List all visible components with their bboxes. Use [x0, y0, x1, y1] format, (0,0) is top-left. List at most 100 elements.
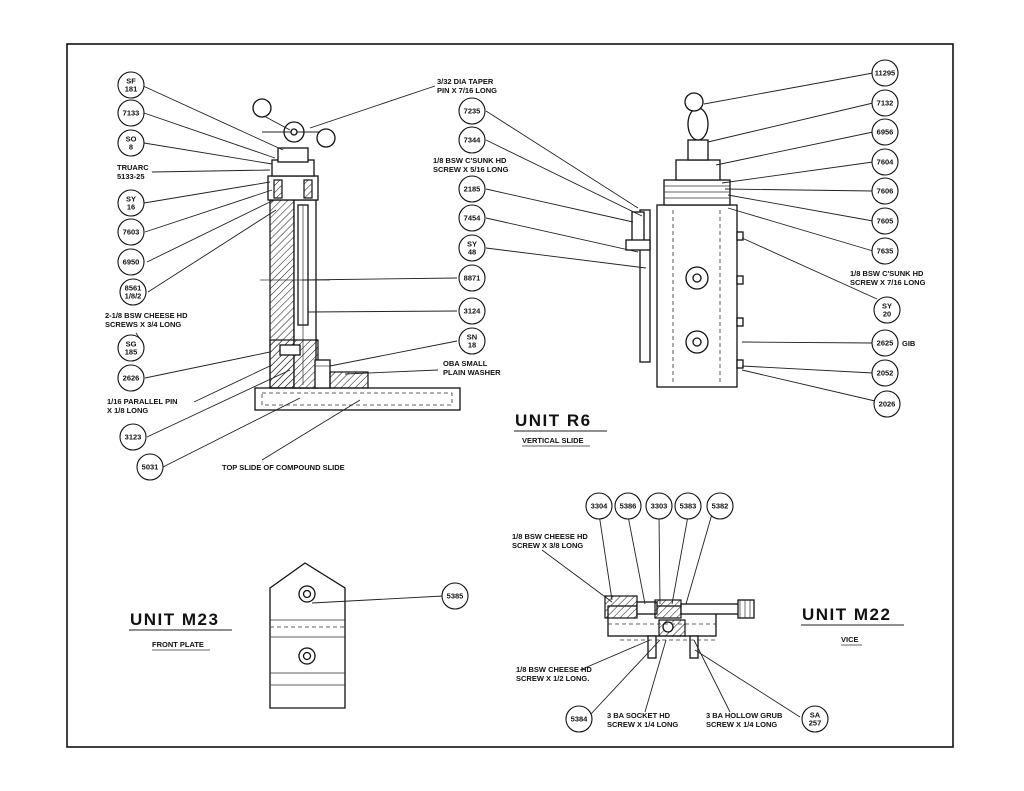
- callout-circle: [458, 327, 486, 355]
- callout-label: SY: [467, 240, 477, 249]
- part-callout-bubble: 2052: [871, 359, 899, 387]
- callout-circle: [458, 204, 486, 232]
- callout-label: 185: [125, 348, 138, 357]
- note-text: TRUARC: [117, 163, 149, 172]
- callout-circle: [458, 264, 486, 292]
- note-text: SCREW X 1/4 LONG: [706, 720, 777, 729]
- note-text: SCREW X 5/16 LONG: [433, 165, 509, 174]
- callout-label: 3123: [125, 433, 142, 442]
- part-callout-bubble: 5383: [674, 492, 702, 520]
- note-text: SCREW X 7/16 LONG: [850, 278, 926, 287]
- part-callout-bubble: 11295: [871, 59, 899, 87]
- callout-label: 5031: [142, 463, 159, 472]
- part-callout-bubble: 2026: [873, 390, 901, 418]
- callout-label: 1/8/2: [125, 292, 142, 301]
- part-callout-bubble: 5386: [614, 492, 642, 520]
- part-callout-bubble: 7635: [871, 237, 899, 265]
- callout-circle: [585, 492, 613, 520]
- callout-label: 2626: [123, 374, 140, 383]
- callout-circle: [117, 129, 145, 157]
- m23-front-plate-view: [269, 562, 346, 709]
- unit-m22-subtitle: VICE: [841, 635, 859, 644]
- callout-label: SF: [126, 77, 136, 86]
- part-callout-bubble: SO8: [117, 129, 145, 157]
- callout-circle: [871, 237, 899, 265]
- callout-circle: [871, 148, 899, 176]
- callout-label: 11295: [875, 69, 895, 78]
- part-callout-bubble: 5384: [565, 705, 593, 733]
- callout-label: 8871: [464, 274, 481, 283]
- callout-circle: [119, 278, 147, 306]
- callout-label: 6950: [123, 258, 140, 267]
- part-callout-bubble: 5031: [136, 453, 164, 481]
- note-text: PIN X 7/16 LONG: [437, 86, 497, 95]
- callout-circle: [458, 234, 486, 262]
- callout-label: 20: [883, 310, 891, 319]
- callout-label: 2026: [879, 400, 896, 409]
- note-text: X 1/8 LONG: [107, 406, 148, 415]
- part-callout-bubble: 6956: [871, 118, 899, 146]
- callout-label: SY: [126, 195, 136, 204]
- callout-label: 257: [809, 719, 822, 728]
- unit-m23-code: UNIT M23: [130, 610, 219, 629]
- part-callout-bubble: 2626: [117, 364, 145, 392]
- callout-circle: [117, 71, 145, 99]
- part-callout-bubble: 8871: [458, 264, 486, 292]
- callout-circle: [801, 705, 829, 733]
- note-text: 1/8 BSW C'SUNK HD: [433, 156, 507, 165]
- unit-m23-subtitle: FRONT PLATE: [152, 640, 204, 649]
- note-text: 1/8 BSW CHEESE HD: [512, 532, 588, 541]
- callout-circle: [117, 189, 145, 217]
- callout-label: 16: [127, 203, 135, 212]
- callout-label: 5386: [620, 502, 637, 511]
- callout-circle: [871, 59, 899, 87]
- callout-label: 7132: [877, 99, 894, 108]
- callout-circle: [565, 705, 593, 733]
- callout-circle: [871, 359, 899, 387]
- unit-m23-title: UNIT M23 FRONT PLATE: [129, 610, 232, 651]
- callout-label: 2625: [877, 339, 894, 348]
- callout-circle: [117, 364, 145, 392]
- note-text: GIB: [902, 339, 916, 348]
- note-text: SCREW X 3/8 LONG: [512, 541, 583, 550]
- callout-circle: [136, 453, 164, 481]
- callout-circle: [873, 390, 901, 418]
- note-text: OBA SMALL: [443, 359, 488, 368]
- note-text: 1/16 PARALLEL PIN: [107, 397, 178, 406]
- part-callout-bubble: 2625: [871, 329, 899, 357]
- callout-label: 7635: [877, 247, 894, 256]
- part-callout-bubble: 7604: [871, 148, 899, 176]
- part-callout-bubble: 7603: [117, 218, 145, 246]
- note-text: 1/8 BSW C'SUNK HD: [850, 269, 924, 278]
- part-callout-bubble: 5382: [706, 492, 734, 520]
- callout-circle: [119, 423, 147, 451]
- note-text: SCREW X 1/2 LONG.: [516, 674, 589, 683]
- part-callout-bubble: 3123: [119, 423, 147, 451]
- part-callout-bubble: 3124: [458, 297, 486, 325]
- callout-label: 7133: [123, 109, 140, 118]
- unit-m22-title: UNIT M22 VICE: [801, 605, 904, 646]
- callout-label: 3303: [651, 502, 668, 511]
- callout-label: 2052: [877, 369, 894, 378]
- callout-circle: [458, 297, 486, 325]
- callout-label: 7603: [123, 228, 140, 237]
- note-text: 1/8 BSW CHEESE HD: [516, 665, 592, 674]
- part-callout-bubble: 7605: [871, 207, 899, 235]
- callout-circle: [871, 329, 899, 357]
- callout-label: 8: [129, 143, 133, 152]
- unit-m22-code: UNIT M22: [802, 605, 891, 624]
- callout-label: 5384: [571, 715, 589, 724]
- callout-circle: [871, 89, 899, 117]
- callout-circle: [645, 492, 673, 520]
- callout-label: SY: [882, 302, 892, 311]
- callout-circle: [871, 177, 899, 205]
- unit-r6-subtitle: VERTICAL SLIDE: [522, 436, 584, 445]
